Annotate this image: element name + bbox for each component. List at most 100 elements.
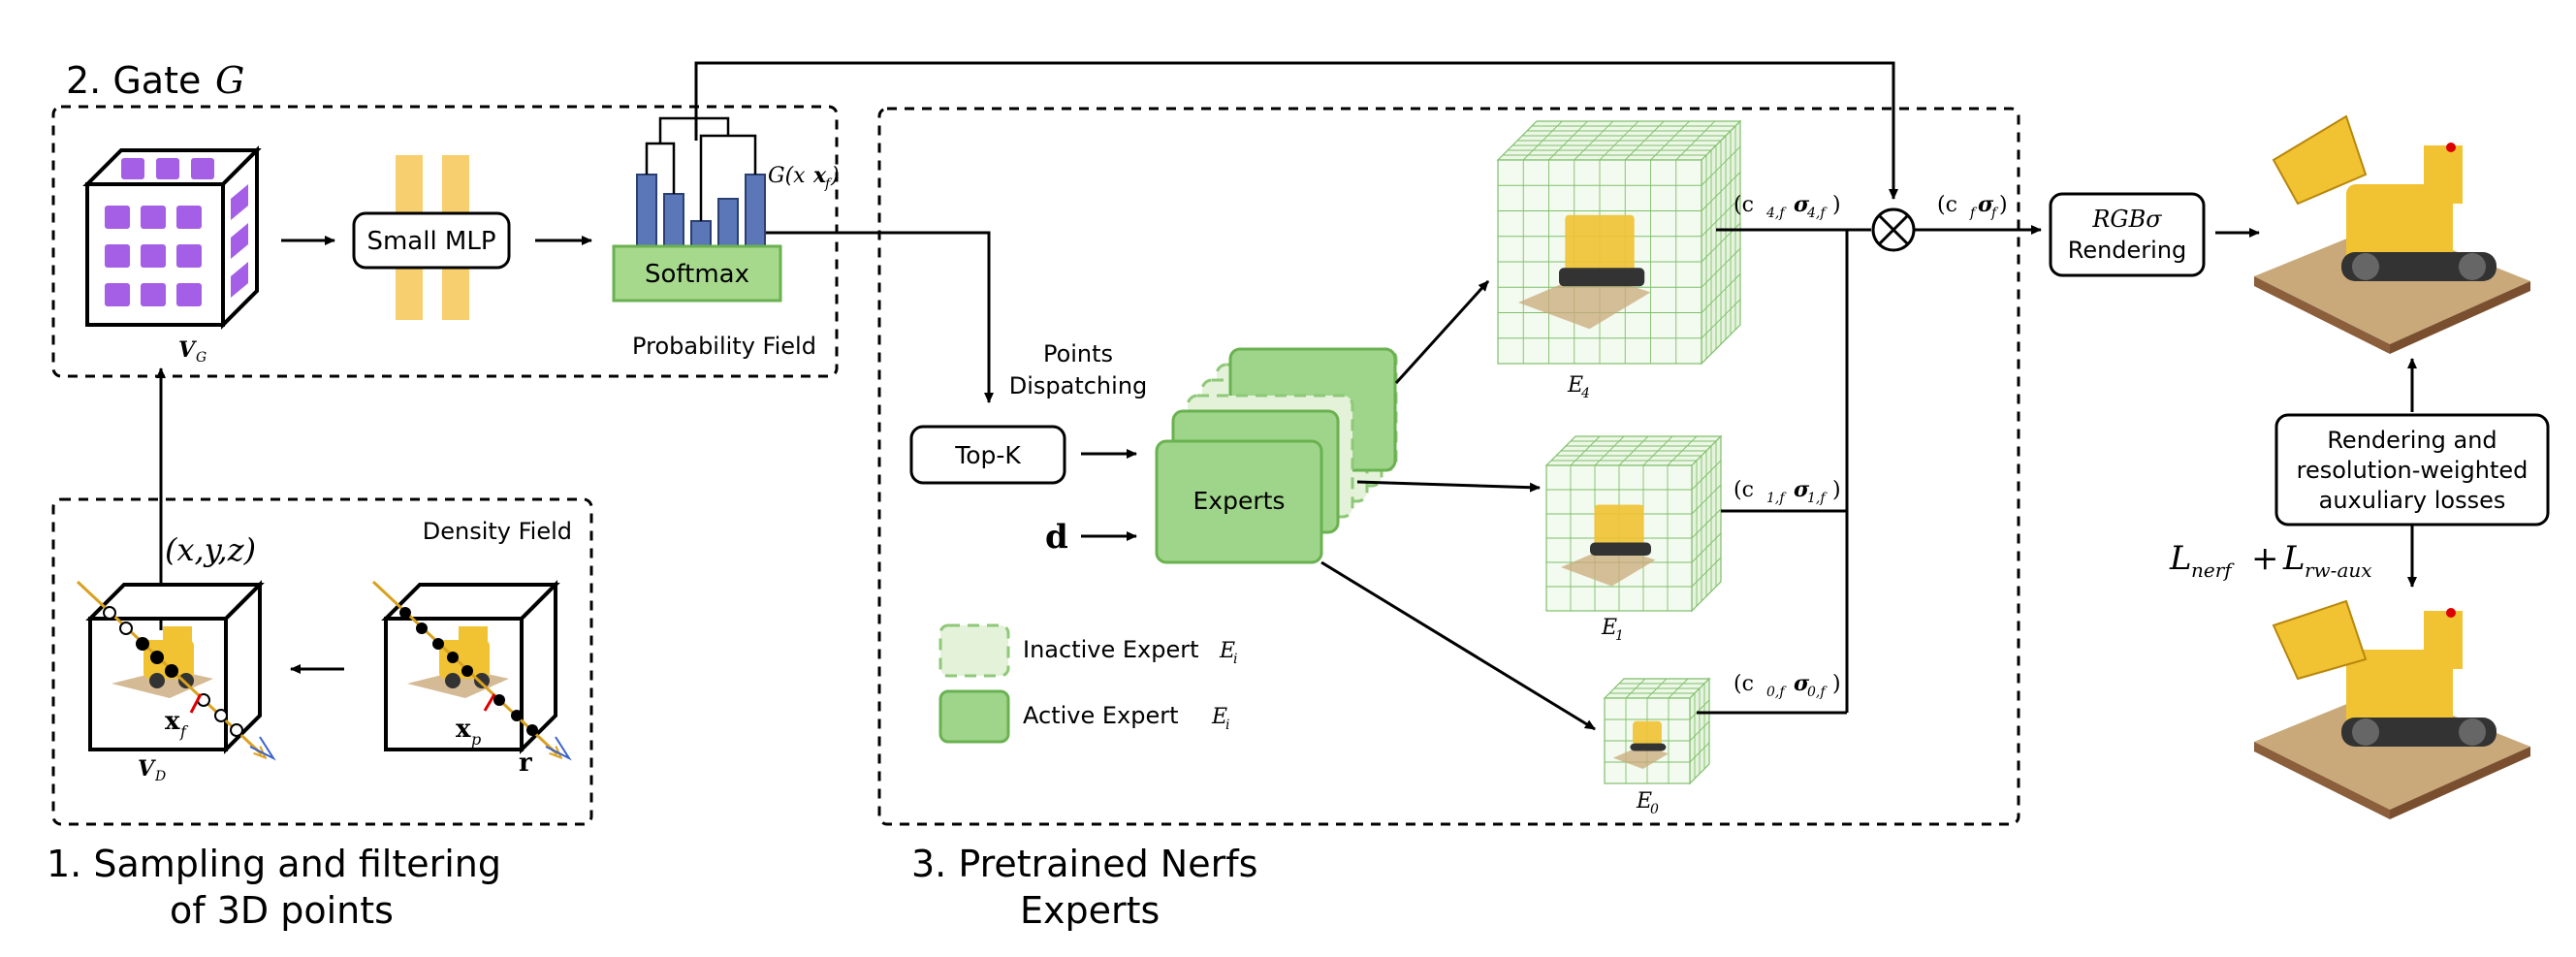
svg-text:4,f: 4,f [1765,206,1787,221]
section-title-gate: 2. Gate G [66,59,244,102]
svg-text:(x,y,z): (x,y,z) [165,531,256,568]
svg-text:(c: (c [1937,193,1957,217]
expert-output-lines [1697,228,1871,715]
expert-grid-e1 [1544,434,1723,613]
svg-text:1. Sampling and filtering: 1. Sampling and filtering [47,843,501,885]
arrow-gate-to-combine [694,61,1898,200]
svg-text:G: G [215,59,244,102]
gate-voxel-cube [82,145,262,330]
points-dispatching-line1: Points [1043,340,1113,367]
svg-text:Inactive Expert: Inactive Expert [1023,636,1199,663]
topk-block: Top-K [909,425,1066,485]
loss-line3: auxuliary losses [2319,487,2506,514]
topk-label: Top-K [954,441,1021,469]
small-mlp-block: Small MLP [352,155,511,320]
experts-container [877,107,2020,826]
svg-text:rw-aux: rw-aux [2305,558,2372,582]
ray-label: r [519,749,532,778]
gate-container [51,105,839,378]
svg-text:E: E [1219,639,1235,663]
svg-text:f: f [824,176,833,192]
svg-text:σ: σ [1794,192,1810,217]
loss-line2: resolution-weighted [2297,457,2528,484]
svg-text:E: E [1636,789,1652,813]
rendered-output-image [2254,114,2530,354]
loss-block: Rendering and resolution-weighted auxuli… [2274,413,2550,526]
svg-text:D: D [154,769,166,784]
gate-voxel-label: V G [178,337,207,366]
arrow-gate-to-topk [766,231,994,403]
svg-text:E: E [1567,373,1583,398]
svg-text:V: V [138,756,156,782]
svg-text:i: i [1225,718,1229,733]
arrow-experts-to-e1 [1356,480,1541,493]
expert-e0-output: (c 0,f σ 0,f ) [1733,671,1841,700]
svg-text:1: 1 [1615,628,1624,644]
svg-text:Active Expert: Active Expert [1023,702,1179,729]
experts-label: Experts [1193,487,1286,515]
small-mlp-label: Small MLP [366,227,495,256]
rendering-label: Rendering [2068,237,2187,264]
coord-label: (x,y,z) [165,531,256,568]
svg-text:4: 4 [1580,386,1590,401]
expert-e0-name: E 0 [1636,789,1659,817]
svg-text:0,f: 0,f [1807,685,1828,700]
loss-formula: L nerf + L rw-aux [2169,539,2372,582]
density-field-label: Density Field [423,518,572,545]
sampling-container [51,497,593,826]
svg-text:L: L [2282,539,2306,578]
svg-text:0,f: 0,f [1766,685,1787,700]
svg-text:0: 0 [1650,802,1659,817]
svg-text:4,f: 4,f [1806,206,1828,221]
svg-text:E: E [1211,705,1227,729]
softmax-label: Softmax [645,260,749,289]
svg-text:f: f [1969,206,1978,221]
svg-text:p: p [471,730,481,749]
svg-text:of 3D points: of 3D points [170,889,394,932]
vd-label: V D [138,756,166,784]
combine-operator [1871,207,1916,252]
expert-e4-name: E 4 [1567,373,1590,401]
expert-grid-e4 [1496,119,1742,366]
svg-text:G(x: G(x [768,164,806,188]
ground-truth-image [2254,599,2530,819]
xf-label: x f [165,707,189,741]
expert-e4-output: (c 4,f σ 4,f ) [1733,192,1841,221]
legend-active: Active Expert E i [938,689,1229,744]
svg-text:+: + [2251,539,2279,578]
svg-text:): ) [1832,672,1841,696]
expert-grid-e0 [1603,677,1711,785]
svg-text:): ) [1832,193,1841,217]
loss-line1: Rendering and [2327,427,2496,454]
arrow-experts-to-e0 [1320,560,1596,731]
svg-text:(c: (c [1733,672,1754,696]
points-dispatching-line2: Dispatching [1009,372,1148,399]
svg-text:Experts: Experts [1020,889,1160,932]
experts-stack: Experts [1155,347,1398,564]
combine-output-label: (c f σ f ) [1937,192,2008,221]
svg-text:1,f: 1,f [1766,491,1787,506]
probability-field-label: Probability Field [632,333,816,360]
svg-text:i: i [1233,652,1237,667]
svg-text:f: f [1990,206,1999,221]
svg-text:V: V [178,337,197,363]
sampled-points-cube [371,580,572,761]
svg-text:3. Pretrained Nerfs: 3. Pretrained Nerfs [911,843,1257,885]
svg-text:E: E [1601,616,1617,640]
rgb-sigma-label: RGBσ [2091,206,2162,233]
rendering-block: RGBσ Rendering [2049,192,2206,277]
direction-label: d [1045,518,1068,557]
svg-text:(c: (c [1733,478,1754,502]
svg-text:): ) [1832,478,1841,502]
svg-text:1,f: 1,f [1807,491,1828,506]
svg-text:(c: (c [1733,193,1754,217]
svg-text:nerf: nerf [2191,558,2235,582]
svg-text:L: L [2169,539,2192,578]
filtered-points-cube [76,580,276,761]
svg-text:σ: σ [1794,477,1810,502]
svg-text:): ) [830,164,840,188]
svg-text:x: x [165,707,180,736]
svg-text:x: x [456,715,471,744]
svg-text:x: x [812,163,827,188]
svg-text:σ: σ [1978,192,1994,217]
